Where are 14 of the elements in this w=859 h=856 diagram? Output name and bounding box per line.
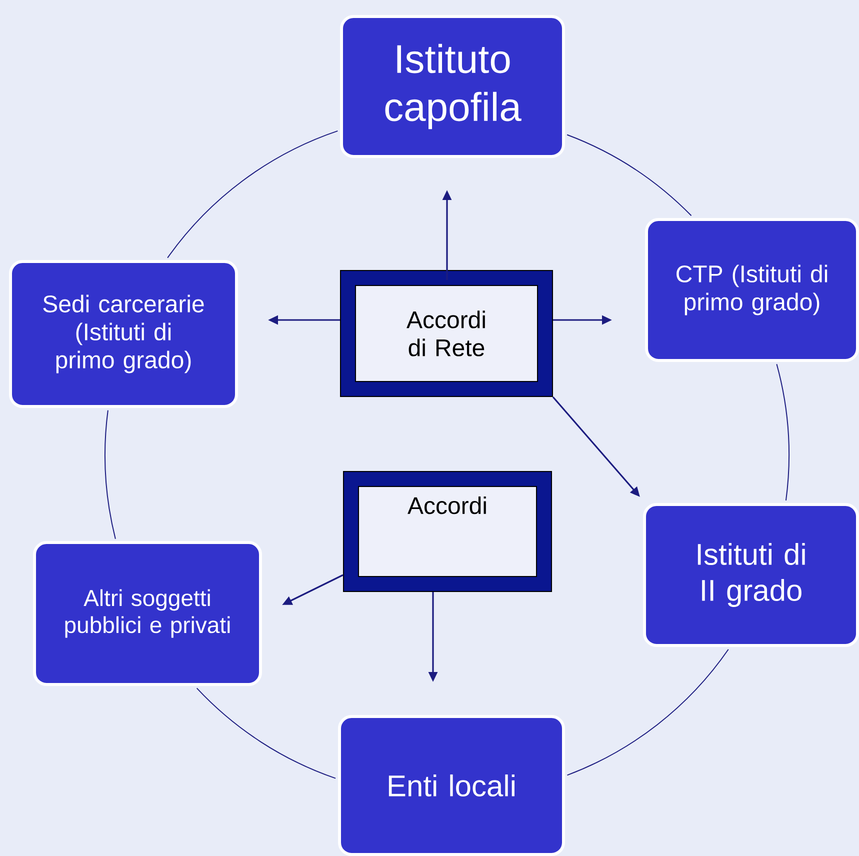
ring-arc (776, 364, 790, 501)
ring-arc (104, 410, 116, 540)
framed-box: Accordi (343, 471, 552, 592)
process-box: Sedi carcerarie (Istituti di primo grado) (9, 260, 238, 408)
framed-box: Accordi di Rete (340, 270, 553, 397)
process-box: Istituti di II grado (643, 503, 859, 647)
ring-arc (167, 130, 338, 258)
process-box: CTP (Istituti di primo grado) (645, 218, 859, 362)
ring-arc (196, 688, 336, 779)
ring-arc (566, 134, 692, 216)
process-box: Altri soggetti pubblici e privati (33, 541, 262, 686)
ring-arc (566, 648, 729, 776)
process-box: Enti locali (338, 715, 565, 856)
process-box: Istituto capofila (340, 15, 565, 158)
